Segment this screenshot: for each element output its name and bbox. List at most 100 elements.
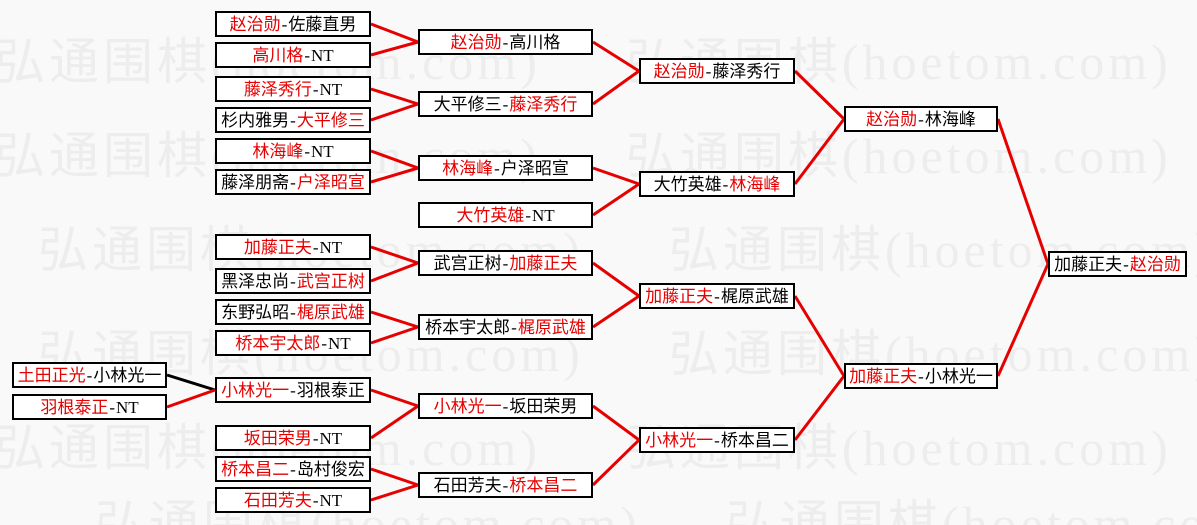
player-name: NT [328,333,351,353]
name-separator: - [290,459,296,479]
bracket-line-a6-b3 [370,166,419,184]
player-name: 梶原武雄 [720,286,789,306]
bracket-line-d2-e1 [996,263,1050,377]
player-name-winner: 加藤正夫 [645,286,714,306]
match-box-a7: 加藤正夫-NT [215,234,371,260]
player-name-winner: 加藤正夫 [509,253,578,273]
name-separator: - [525,205,531,225]
player-name-winner: 土田正光 [17,365,86,385]
match-box-a4: 杉内雅男-大平修三 [215,107,371,133]
match-box-e1: 加藤正夫-赵治勋 [1048,251,1187,277]
name-separator: - [312,490,319,510]
player-name: NT [319,428,343,448]
match-box-a13: 桥本昌二-岛村俊宏 [215,456,371,482]
player-name-winner: 小林光一 [221,380,290,400]
bracket-line-c1-d1 [793,69,846,121]
bracket-line-a10-b6 [370,325,419,345]
player-name: NT [532,205,555,225]
name-separator: - [321,333,327,353]
bracket-line-a8-b5 [370,261,419,283]
player-name: 岛村俊宏 [296,459,365,479]
name-separator: - [86,365,93,385]
name-separator: - [312,237,319,257]
bracket-line-d1-e1 [996,118,1050,265]
player-name-winner: 赵治勋 [450,32,502,52]
name-separator: - [502,475,509,495]
player-name-winner: 赵治勋 [866,109,918,129]
name-separator: - [290,110,296,130]
bracket-line-b2-c1 [592,69,640,106]
player-name-winner: 梶原武雄 [517,317,586,337]
name-separator: - [1123,254,1129,274]
player-name-winner: 坂田荣男 [243,428,312,448]
match-box-a1: 赵治勋-佐藤直男 [215,11,371,37]
bracket-line-a1-b1 [370,22,419,44]
bracket-line-p2-a11 [166,388,216,409]
match-box-a11: 小林光一-羽根泰正 [215,377,371,403]
name-separator: - [304,45,310,65]
match-box-p1: 土田正光-小林光一 [12,362,167,388]
match-box-a10: 桥本宇太郎-NT [215,330,371,356]
player-name: NT [319,490,343,510]
player-name: 加藤正夫 [1054,254,1123,274]
player-name: 羽根泰正 [296,380,365,400]
bracket-line-a4-b2 [370,102,419,122]
player-name-winner: 林海峰 [442,158,494,178]
watermark-row: 弘通围棋(hoetom.com)弘通围棋(hoetom.com) [95,498,1197,525]
player-name-winner: 大平修三 [296,110,365,130]
bracket-line-b6-c3 [592,294,640,329]
player-name-winner: 藤泽秀行 [509,94,578,114]
name-separator: - [494,158,500,178]
bracket-line-b8-c4 [591,438,641,487]
player-name: 高川格 [509,32,561,52]
player-name-winner: 石田芳夫 [243,490,312,510]
bracket-line-a13-b8 [370,467,419,487]
match-box-d1: 赵治勋-林海峰 [844,106,998,132]
bracket-line-c4-d2 [793,375,846,441]
player-name: NT [311,141,334,161]
player-name-winner: 林海峰 [729,174,781,194]
match-box-d2: 加藤正夫-小林光一 [844,363,998,389]
bracket-line-b5-c3 [592,261,640,298]
player-name: 黑泽忠尚 [221,271,290,291]
name-separator: - [502,253,509,273]
match-box-c3: 加藤正夫-梶原武雄 [639,283,795,309]
match-box-b7: 小林光一-坂田荣男 [418,393,593,419]
match-box-a14: 石田芳夫-NT [215,487,371,513]
player-name: 杉内雅男 [221,110,290,130]
name-separator: - [502,396,509,416]
match-box-a5: 林海峰-NT [215,138,371,164]
player-name: 武宫正树 [433,253,502,273]
name-separator: - [714,286,720,306]
name-separator: - [304,141,310,161]
name-separator: - [714,430,720,450]
player-name-winner: 赵治勋 [653,61,705,81]
player-name: NT [319,237,343,257]
player-name: 小林光一 [93,365,162,385]
match-box-b5: 武宫正树-加藤正夫 [418,250,593,276]
bracket-line-a12-b7 [370,404,419,440]
name-separator: - [281,14,288,34]
player-name-winner: 小林光一 [645,430,714,450]
bracket-line-a9-b6 [370,310,419,329]
player-name-winner: 羽根泰正 [40,397,109,417]
player-name: 藤泽秀行 [712,61,781,81]
player-name-winner: 赵治勋 [229,14,281,34]
bracket-line-a14-b8 [370,483,419,502]
match-box-a3: 藤泽秀行-NT [215,76,371,102]
match-box-a9: 东野弘昭-梶原武雄 [215,299,371,325]
watermark-text: 弘通围棋(hoetom.com) [725,496,1197,525]
bracket-line-a3-b2 [370,87,419,106]
player-name-winner: 户泽昭宣 [296,172,365,192]
bracket-line-a11-b7 [370,388,419,408]
player-name: NT [319,79,343,99]
match-box-c2: 大竹英雄-林海峰 [639,171,795,197]
player-name: 林海峰 [924,109,976,129]
match-box-b4: 大竹英雄-NT [418,202,593,228]
player-name-winner: 高川格 [252,45,304,65]
match-box-a8: 黑泽忠尚-武宫正树 [215,268,371,294]
player-name: 桥本宇太郎 [425,317,511,337]
player-name: 坂田荣男 [509,396,578,416]
match-box-a12: 坂田荣男-NT [215,425,371,451]
